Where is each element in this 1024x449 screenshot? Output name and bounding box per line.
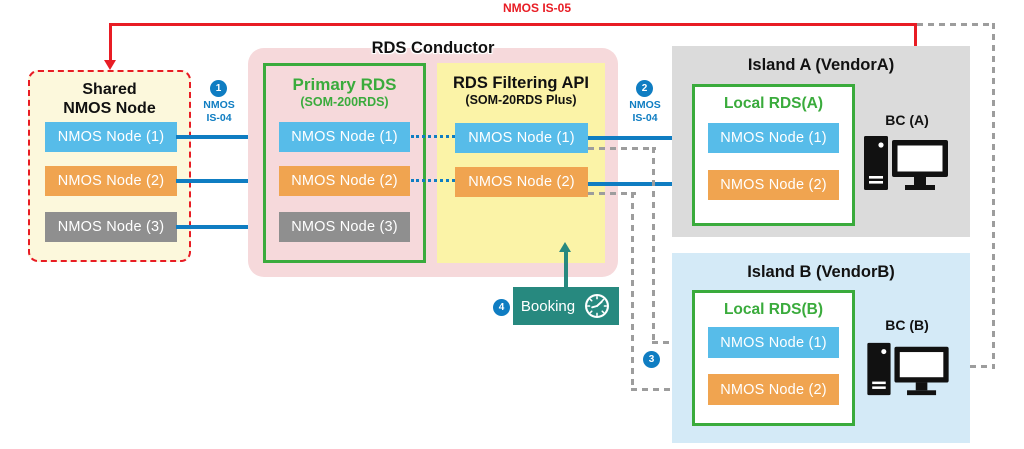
shared-nmos-node-3: NMOS Node (3) xyxy=(45,212,177,242)
rds-conductor-title: RDS Conductor xyxy=(371,39,495,57)
primary-nmos-node-1: NMOS Node (1) xyxy=(279,122,410,152)
local-rds-b-box: Local RDS(B) NMOS Node (1) NMOS Node (2) xyxy=(692,290,855,426)
dotted-link-node2 xyxy=(411,179,455,182)
island-a-title: Island A (VendorA) xyxy=(747,56,895,74)
filtering-nmos-node-2: NMOS Node (2) xyxy=(455,167,588,197)
island-b-box: Island B (VendorB) Local RDS(B) NMOS Nod… xyxy=(672,253,970,443)
dashed-islandb-2-v xyxy=(631,192,634,389)
clock-icon xyxy=(585,294,610,318)
bc-b-computer-icon xyxy=(867,342,949,396)
islandb-nmos-node-1: NMOS Node (1) xyxy=(708,327,839,358)
dashed-islandb-2-h xyxy=(588,192,636,195)
rds-filtering-api-box: RDS Filtering API (SOM-20RDS Plus) NMOS … xyxy=(437,63,605,263)
shared-node-title-line2: NMOS Node xyxy=(63,100,156,118)
arrow-shared-primary-3 xyxy=(176,225,272,229)
arrow-shared-primary-1 xyxy=(176,135,272,139)
bc-a-computer-icon xyxy=(864,136,948,190)
is04-mid-line2: IS-04 xyxy=(632,112,658,125)
local-rds-a-title: Local RDS(A) xyxy=(723,95,824,112)
islanda-nmos-node-1: NMOS Node (1) xyxy=(708,123,839,153)
dashed-islandb-1-h xyxy=(588,147,656,150)
islanda-nmos-node-2: NMOS Node (2) xyxy=(708,170,839,200)
bcb-dashed-right xyxy=(992,23,995,369)
local-rds-a-box: Local RDS(A) NMOS Node (1) NMOS Node (2) xyxy=(692,84,855,226)
shared-nmos-node-2: NMOS Node (2) xyxy=(45,166,177,196)
is05-arrowhead-down-icon xyxy=(104,60,116,70)
bcb-dashed-link xyxy=(948,365,995,368)
is04-label-left: NMOS IS-04 xyxy=(194,99,244,125)
is04-label-mid: NMOS IS-04 xyxy=(620,99,670,125)
filtering-api-subtitle: (SOM-20RDS Plus) xyxy=(465,93,577,107)
filtering-nmos-node-1: NMOS Node (1) xyxy=(455,123,588,153)
filtering-api-title: RDS Filtering API xyxy=(453,74,589,92)
dashed-islandb-1-v xyxy=(652,147,655,343)
is05-line-vertical-left xyxy=(109,23,112,62)
arrow-filter-islanda-1 xyxy=(588,136,698,140)
dashed-islandb-2-h2 xyxy=(631,388,698,391)
step-badge-1: 1 xyxy=(210,80,227,97)
primary-rds-title: Primary RDS xyxy=(292,75,397,94)
booking-arrow-line xyxy=(564,251,568,287)
primary-rds-box: Primary RDS (SOM-200RDS) NMOS Node (1) N… xyxy=(263,63,426,263)
shared-nmos-node-box: Shared NMOS Node NMOS Node (1) NMOS Node… xyxy=(28,70,191,262)
local-rds-b-title: Local RDS(B) xyxy=(723,301,824,318)
islandb-nmos-node-2: NMOS Node (2) xyxy=(708,374,839,405)
is05-label: NMOS IS-05 xyxy=(502,1,571,15)
bc-a-label: BC (A) xyxy=(885,112,929,128)
dotted-link-node1 xyxy=(411,135,455,138)
is04-mid-line1: NMOS xyxy=(629,99,661,111)
step-badge-4: 4 xyxy=(493,299,510,316)
primary-nmos-node-2: NMOS Node (2) xyxy=(279,166,410,196)
booking-label: Booking xyxy=(520,297,576,315)
booking-box: Booking xyxy=(513,287,619,325)
bcb-dashed-top xyxy=(917,23,995,26)
island-b-title: Island B (VendorB) xyxy=(747,263,895,281)
shared-node-title: Shared NMOS Node xyxy=(30,80,189,118)
shared-node-title-line1: Shared xyxy=(82,81,137,98)
primary-nmos-node-3: NMOS Node (3) xyxy=(279,212,410,242)
bc-b-label: BC (B) xyxy=(885,317,929,333)
booking-arrowhead-up-icon xyxy=(559,242,571,252)
arrow-shared-primary-2 xyxy=(176,179,272,183)
arrow-filter-islanda-2 xyxy=(588,182,698,186)
is04-left-line2: IS-04 xyxy=(206,112,232,125)
is04-left-line1: NMOS xyxy=(203,99,235,111)
shared-nmos-node-1: NMOS Node (1) xyxy=(45,122,177,152)
step-badge-3: 3 xyxy=(643,351,660,368)
island-a-box: Island A (VendorA) Local RDS(A) NMOS Nod… xyxy=(672,46,970,237)
is05-line-horizontal xyxy=(109,23,917,26)
step-badge-2: 2 xyxy=(636,80,653,97)
primary-rds-subtitle: (SOM-200RDS) xyxy=(300,95,389,109)
